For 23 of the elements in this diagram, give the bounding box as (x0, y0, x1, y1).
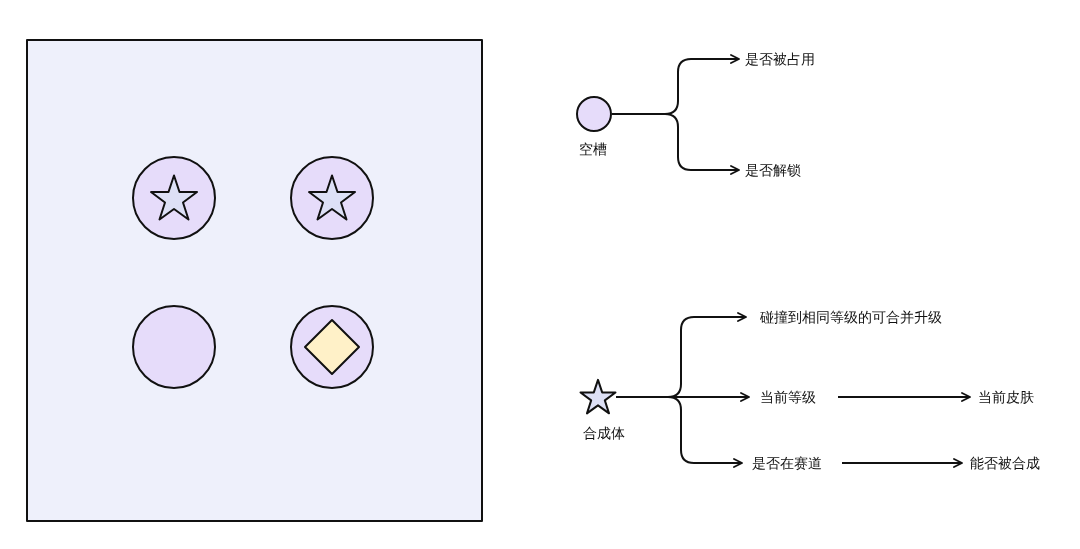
arrow (615, 396, 743, 468)
circle-shape (132, 156, 216, 240)
branch-label: 是否解锁 (745, 161, 801, 179)
circle-shape (132, 305, 216, 389)
arrow (837, 392, 971, 402)
star-shape (149, 173, 199, 223)
arrow (841, 458, 963, 468)
arrow (611, 113, 740, 175)
branch-label: 是否被占用 (745, 50, 815, 68)
circle-shape (576, 96, 612, 132)
square-panel (26, 39, 483, 522)
branch-label: 碰撞到相同等级的可合并升级 (760, 308, 942, 326)
branch-label: 是否在赛道 (752, 454, 822, 472)
circle-shape (290, 305, 374, 389)
branch-label: 能否被合成 (970, 454, 1040, 472)
node-caption: 合成体 (583, 424, 625, 442)
branch-label: 当前皮肤 (978, 388, 1034, 406)
branch-label: 当前等级 (760, 388, 816, 406)
circle-shape (290, 156, 374, 240)
star-shape (307, 173, 357, 223)
diamond-shape (304, 319, 360, 375)
node-caption: 空槽 (579, 140, 607, 158)
star-shape (579, 378, 617, 416)
